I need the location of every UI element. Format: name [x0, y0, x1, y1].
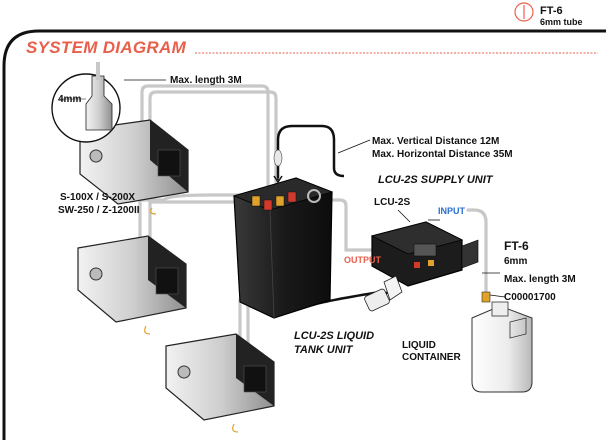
lcu-supply-unit — [370, 221, 479, 287]
tank-fitting-3 — [275, 195, 285, 207]
supply-unit-label: LCU-2S SUPPLY UNIT — [378, 174, 493, 186]
page-title: SYSTEM DIAGRAM — [26, 38, 187, 57]
max-length-right-label: Max. length 3M — [504, 274, 576, 285]
nozzle-callout — [51, 62, 121, 143]
power-cable — [276, 124, 345, 178]
fog-machine-bottom — [165, 333, 275, 433]
leader-lines — [124, 79, 506, 298]
container-label-line1: LIQUID — [402, 340, 436, 351]
max-length-top-label: Max. length 3M — [170, 75, 242, 86]
models-line1: S-100X / S-200X — [60, 192, 136, 203]
part-code-label: C00001700 — [504, 292, 556, 303]
tank-fitting-2 — [263, 199, 273, 211]
tank-fitting-4 — [287, 191, 297, 203]
ft6-label: FT-6 — [504, 239, 529, 253]
max-vertical-label: Max. Vertical Distance 12M — [372, 136, 500, 147]
output-label: OUTPUT — [344, 255, 381, 265]
models-line2: SW-250 / Z-1200II — [58, 205, 140, 216]
tube-desc: 6mm tube — [540, 17, 583, 27]
input-label: INPUT — [438, 206, 465, 216]
fog-machine-middle — [77, 235, 187, 335]
fog-machine-top — [79, 119, 189, 215]
outer-frame — [2, 29, 606, 440]
tube-code: FT-6 — [540, 5, 563, 17]
max-horizontal-label: Max. Horizontal Distance 35M — [372, 149, 513, 160]
tank-inlet-arrow — [273, 168, 283, 184]
liquid-container — [471, 291, 533, 393]
lcu-model-label: LCU-2S — [374, 197, 411, 208]
tank-label-line2: TANK UNIT — [294, 344, 353, 356]
container-label-line2: CONTAINER — [402, 352, 461, 363]
liquid-tank-unit — [232, 149, 334, 319]
tank-label-line1: LCU-2S LIQUID — [294, 330, 375, 342]
power-plug — [364, 275, 403, 312]
ft6-size-label: 6mm — [504, 256, 528, 267]
nozzle-size-label: 4mm — [58, 94, 82, 105]
tank-fitting-1 — [251, 195, 261, 207]
tank-lifting-ring — [307, 189, 321, 203]
